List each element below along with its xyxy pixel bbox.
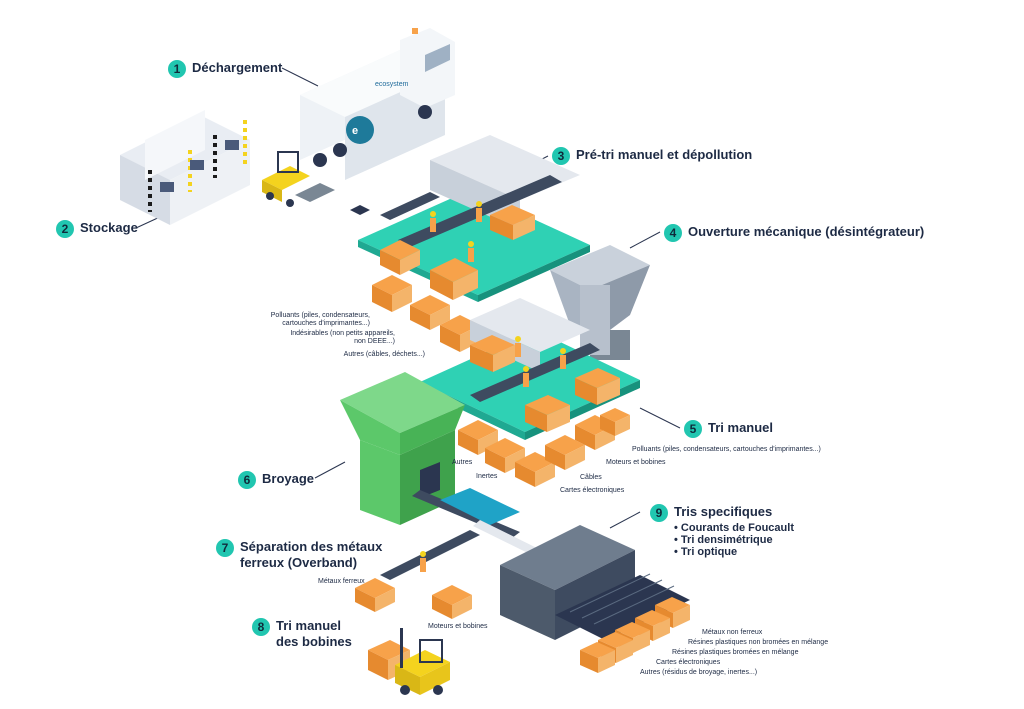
step-title-5: Tri manuel	[708, 420, 774, 435]
bullet-courants: • Courants de Foucault	[674, 522, 794, 534]
step-title-3: Pré-tri manuel et dépollution	[576, 147, 753, 162]
step-8-bobines: 8 Tri manuel des bobines	[252, 618, 352, 650]
trimanuel-crates	[458, 335, 630, 487]
bullet-densimetrique: • Tri densimétrique	[674, 534, 773, 546]
label-pretri-autres: Autres (câbles, déchets...)	[343, 351, 425, 358]
svg-text:e: e	[352, 125, 358, 137]
step-number-8: 8	[252, 618, 270, 636]
step-number-4: 4	[664, 224, 682, 242]
specific-crates	[580, 597, 690, 673]
label-tri-cartes: Cartes électroniques	[560, 487, 625, 494]
step-number-6: 6	[238, 471, 256, 489]
label-overband-metaux: Métaux ferreux	[318, 578, 365, 585]
step-7-overband: 7 Séparation des métaux ferreux (Overban…	[216, 539, 382, 571]
label-pretri-polluants: Polluants (piles, condensateurs, cartouc…	[270, 312, 370, 327]
label-tri-autres: Autres	[452, 459, 473, 466]
step-2-stockage: 2 Stockage	[56, 220, 138, 238]
step-number-3: 3	[552, 147, 570, 165]
broyage-hopper	[340, 372, 465, 525]
label-spec-cartes: Cartes électroniques	[656, 659, 721, 666]
label-tri-cables: Câbles	[580, 474, 602, 481]
step-6-broyage: 6 Broyage	[238, 471, 314, 489]
step-9-specifiques: 9 Tris specifiques • Courants de Foucaul…	[650, 504, 794, 558]
label-spec-resines-non: Résines plastiques non bromées en mélang…	[688, 639, 829, 646]
disintegrator	[550, 245, 650, 360]
step-number-9: 9	[650, 504, 668, 522]
step-9-bullets: • Courants de Foucault • Tri densimétriq…	[674, 522, 794, 558]
truck: e ecosystem	[300, 28, 455, 180]
step-title-4: Ouverture mécanique (désintégrateur)	[688, 224, 925, 239]
label-tri-polluants: Polluants (piles, condensateurs, cartouc…	[632, 446, 821, 453]
step-number-2: 2	[56, 220, 74, 238]
step-title-8-line2: des bobines	[276, 634, 352, 649]
step-4-ouverture: 4 Ouverture mécanique (désintégrateur)	[664, 224, 924, 242]
forklift-bottom	[368, 628, 450, 695]
step-title-2: Stockage	[80, 220, 138, 235]
step-number-7: 7	[216, 539, 234, 557]
bullet-optique: • Tri optique	[674, 546, 738, 558]
step-5-trimanuel: 5 Tri manuel	[684, 420, 773, 438]
pretri-workers	[430, 201, 482, 262]
label-tri-inertes: Inertes	[476, 473, 498, 480]
specific-sorting-machine	[500, 525, 690, 640]
truck-brand: ecosystem	[375, 81, 409, 88]
step-3-pretri: 3 Pré-tri manuel et dépollution	[552, 147, 752, 165]
step-title-7-line1: Séparation des métaux	[240, 539, 383, 554]
step-1-dechargement: 1 Déchargement	[168, 60, 282, 78]
step-title-7-line2: ferreux (Overband)	[240, 555, 358, 570]
label-spec-non-ferreux: Métaux non ferreux	[702, 629, 763, 636]
forklift-top	[262, 151, 335, 207]
step-number-5: 5	[684, 420, 702, 438]
label-pretri-indesirables: Indésirables (non petits appareils, non …	[290, 330, 395, 345]
label-overband-moteurs: Moteurs et bobines	[428, 623, 488, 630]
step-title-9: Tris specifiques	[674, 504, 773, 519]
overband-crates	[355, 551, 472, 619]
step-title-1: Déchargement	[192, 60, 283, 75]
step-title-8-line1: Tri manuel	[276, 618, 342, 633]
conveyor-lines	[380, 488, 545, 580]
trimanuel-workers	[515, 336, 566, 387]
step-title-6: Broyage	[262, 471, 315, 486]
pretri-crates	[372, 205, 535, 352]
step-number-1: 1	[168, 60, 186, 78]
storage-area	[120, 110, 250, 225]
label-tri-moteurs: Moteurs et bobines	[606, 459, 666, 466]
label-spec-autres: Autres (résidus de broyage, inertes...)	[640, 669, 758, 676]
label-spec-resines-bromees: Résines plastiques bromées en mélange	[672, 649, 799, 656]
